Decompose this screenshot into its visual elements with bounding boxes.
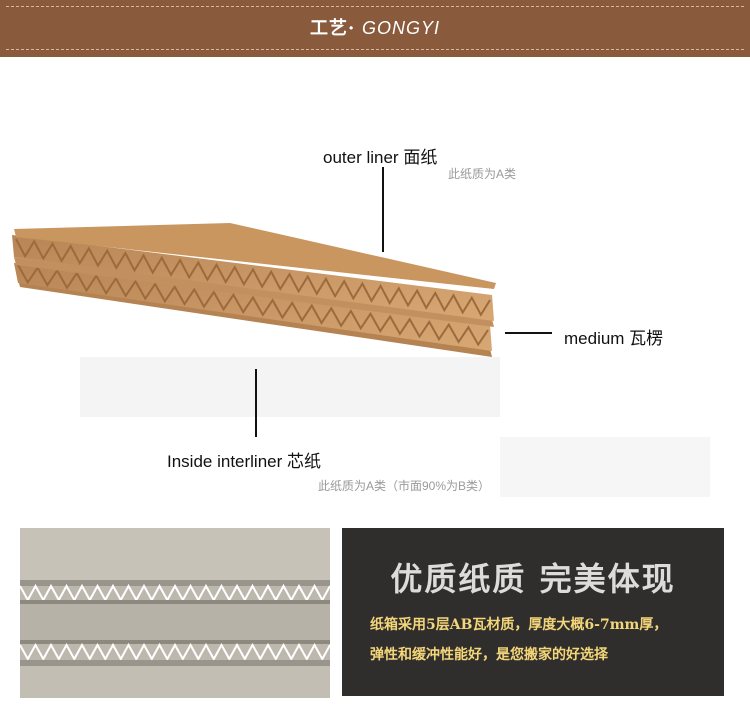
middle-liner <box>14 257 494 327</box>
outer-liner-label: outer liner 面纸 <box>323 148 438 167</box>
outer-liner-note: 此纸质为A类 <box>448 167 517 181</box>
upper-flute <box>12 235 494 321</box>
shadow-area-2 <box>500 437 710 497</box>
info-title: 优质纸质 完美体现 <box>390 560 676 598</box>
outer-liner <box>14 223 496 289</box>
info-line-1: 纸箱采用5层AB瓦材质，厚度大概6-7mm厚， <box>370 617 668 633</box>
banner-stitch-top <box>6 6 744 7</box>
inside-interliner-note: 此纸质为A类（市面90%为B类） <box>318 479 491 493</box>
flute-wave <box>17 264 489 347</box>
info-panel: 优质纸质 完美体现 纸箱采用5层AB瓦材质，厚度大概6-7mm厚， 弹性和缓冲性… <box>342 528 724 696</box>
header-banner: 工艺· GONGYI <box>0 0 750 57</box>
lower-flute-waves <box>17 264 489 347</box>
inside-interliner-label: Inside interliner 芯纸 <box>167 452 322 471</box>
cross-section-graphic <box>20 528 330 698</box>
banner-title: 工艺· GONGYI <box>0 14 750 40</box>
upper-flute-waves <box>15 238 491 317</box>
shadow-area <box>80 357 500 417</box>
banner-title-en: GONGYI <box>362 18 441 38</box>
flute-wave <box>20 583 330 603</box>
flute-wave <box>15 238 491 317</box>
flute-wave <box>20 642 330 662</box>
banner-title-cn: 工艺· <box>309 18 356 39</box>
corrugated-diagram: outer liner 面纸 此纸质为A类 medium 瓦楞 Inside i… <box>0 57 750 527</box>
cardboard-cross-section-photo <box>20 528 330 698</box>
corrugated-board-illustration <box>12 167 710 497</box>
medium-label: medium 瓦楞 <box>564 329 664 348</box>
info-line-2: 弹性和缓冲性能好，是您搬家的好选择 <box>370 647 608 663</box>
banner-stitch-bottom <box>6 49 744 50</box>
